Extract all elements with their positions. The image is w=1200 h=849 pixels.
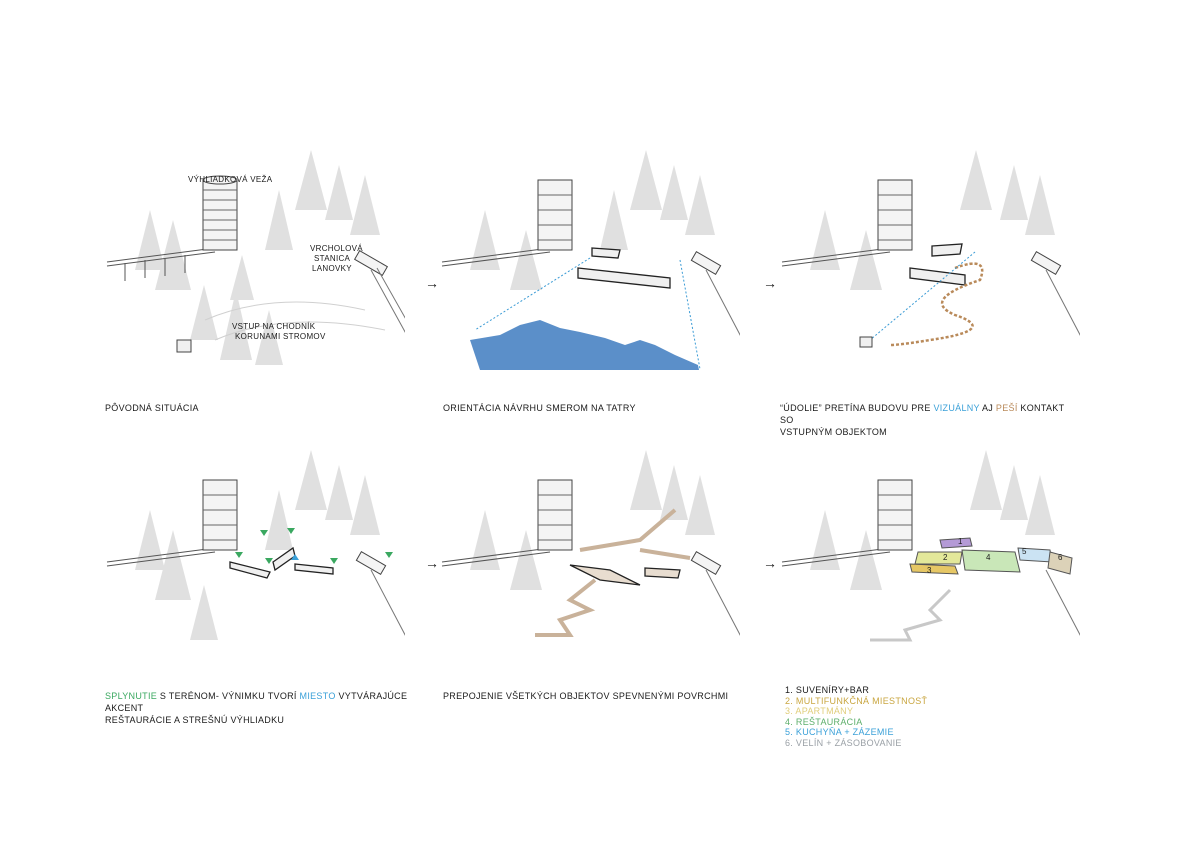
caption-3-part-c: AJ (979, 403, 996, 413)
mountains-tatry (470, 320, 699, 370)
building-blocks (909, 243, 966, 286)
arrow-icon-1: → (425, 275, 439, 291)
zone-4 (961, 549, 1021, 573)
zone-2 (914, 551, 963, 565)
building-blocks (569, 564, 681, 586)
tower-icon (537, 179, 573, 251)
caption-panel-2: ORIENTÁCIA NÁVRHU SMEROM NA TATRY (443, 403, 636, 413)
situation-svg-5 (441, 450, 740, 637)
diagram-terrain-merge (105, 440, 405, 670)
zone-6 (1047, 551, 1073, 575)
legend-item-2: 2. MULTIFUNKČNÁ MIESTNOSŤ (785, 695, 928, 706)
walkway (106, 547, 216, 567)
arrow-icon-3: → (425, 555, 439, 571)
caption-panel-1: PÔVODNÁ SITUÁCIA (105, 403, 199, 413)
cable-station-icon (690, 550, 740, 636)
zone-label-6: 6 (1058, 553, 1063, 562)
walkway (781, 547, 891, 567)
caption-3-part-e: KONTAKT SO (780, 403, 1065, 425)
caption-3-visual: VIZUÁLNY (933, 403, 980, 413)
caption-panel-3: “ÚDOLIE” PRETÍNA BUDOVU PRE VIZUÁLNY AJ … (780, 402, 1080, 438)
legend-item-5: 5. KUCHYŇA + ZÁZEMIE (785, 727, 894, 737)
situation-svg-6 (781, 450, 1080, 642)
annotation-tower: VÝHLIADKOVÁ VEŽA (188, 175, 273, 184)
annotation-station-1: VRCHOLOVÁ (310, 244, 363, 253)
caption-4-line2: REŠTAURÁCIE A STREŠNÚ VÝHLIADKU (105, 715, 285, 725)
caption-panel-5: PREPOJENIE VŠETKÝCH OBJEKTOV SPEVNENÝMI … (443, 691, 729, 701)
trees-group (135, 450, 380, 640)
paved-path (535, 508, 691, 637)
zone-1 (939, 537, 973, 549)
caption-4-place: MIESTO (299, 691, 336, 701)
cable-station-icon (355, 550, 405, 636)
zone-label-5: 5 (1022, 547, 1027, 556)
tower-icon (877, 479, 913, 551)
walking-path-zigzag (889, 262, 984, 347)
tower-icon (202, 479, 238, 551)
building-blocks (577, 247, 671, 289)
diagram-orientation-tatry (440, 140, 740, 370)
annotation-entry-1: VSTUP NA CHODNÍK (232, 322, 316, 331)
zone-label-3: 3 (927, 566, 932, 575)
zone-label-2: 2 (943, 553, 948, 562)
legend-item-3: 3. APARTMÁNY (785, 706, 854, 716)
blue-point-icon (291, 554, 299, 560)
zone-label-4: 4 (986, 553, 991, 562)
walkway (781, 247, 891, 267)
building-blocks (229, 546, 334, 579)
diagram-paved-connection (440, 440, 740, 670)
zones-legend: 1. SUVENÍRY+BAR 2. MULTIFUNKČNÁ MIESTNOS… (785, 685, 927, 748)
zone-label-1: 1 (958, 537, 963, 546)
tower-icon (202, 175, 238, 251)
cable-station-icon (1030, 250, 1080, 336)
diagram-valley (780, 140, 1080, 370)
situation-svg-3 (781, 150, 1080, 348)
visual-link-line (869, 251, 976, 341)
caption-4-part-d: VYTVÁRAJÚCE AKCENT (105, 691, 408, 713)
caption-3-part-a: “ÚDOLIE” PRETÍNA BUDOVU PRE (780, 403, 934, 413)
tower-icon (537, 479, 573, 551)
diagram-functional-zones (780, 440, 1080, 670)
trees-group (810, 150, 1055, 290)
caption-3-line2: VSTUPNÝM OBJEKTOM (780, 427, 887, 437)
legend-item-4: 4. REŠTAURÁCIA (785, 716, 863, 727)
cable-station-icon (690, 250, 740, 336)
cable-station-icon (1045, 569, 1080, 636)
situation-svg-4 (106, 450, 405, 640)
walkway (441, 547, 551, 567)
caption-3-pedestrian: PEŠÍ (995, 403, 1018, 413)
legend-item-6: 6. VELÍN + ZÁSOBOVANIE (785, 737, 902, 748)
tower-icon (877, 179, 913, 251)
trees-group (810, 450, 1055, 590)
caption-4-merge: SPLYNUTIE (105, 691, 158, 701)
situation-svg-1 (106, 150, 405, 365)
paved-path (870, 588, 952, 642)
zone-3 (909, 563, 959, 575)
annotation-station-3: LANOVKY (312, 264, 352, 273)
entry-building-icon (176, 339, 192, 353)
entry-building-icon (859, 336, 873, 348)
trees-group (135, 150, 380, 365)
terrain-lines (204, 301, 386, 341)
arrow-icon-4: → (763, 555, 777, 571)
annotation-station-2: STANICA (314, 254, 351, 263)
caption-panel-4: SPLYNUTIE S TERÉNOM- VÝNIMKU TVORÍ MIEST… (105, 690, 425, 726)
green-arrow-icons (235, 528, 393, 564)
view-lines (474, 257, 701, 370)
walkway (106, 247, 216, 281)
legend-item-1: 1. SUVENÍRY+BAR (785, 685, 870, 695)
caption-4-part-b: S TERÉNOM- VÝNIMKU TVORÍ (157, 691, 300, 701)
situation-svg-2 (441, 150, 740, 370)
walkway (441, 247, 551, 267)
arrow-icon-2: → (763, 275, 777, 291)
annotation-entry-2: KORUNAMI STROMOV (235, 332, 326, 341)
cable-station-icon (353, 249, 405, 333)
diagram-original-situation (105, 140, 405, 370)
